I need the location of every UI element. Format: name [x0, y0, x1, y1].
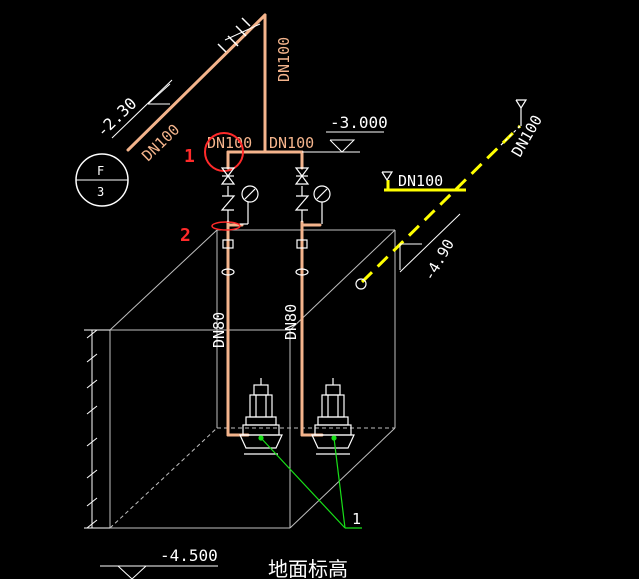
pipe-fittings: [221, 239, 309, 276]
dn-label-pipe-right: DN80: [282, 304, 300, 340]
dn-label-pipe-left: DN80: [210, 312, 228, 348]
dn-label-yellow-left: DN100: [398, 172, 443, 190]
section-tag: F 3: [75, 153, 129, 207]
pump-leader-lines: [258, 435, 362, 529]
section-tag-letter: F: [97, 164, 104, 178]
dn-label-header: DN100: [269, 134, 314, 152]
dn-label-under-circle: DN100: [207, 134, 252, 152]
elevation-mark-bottom: [100, 565, 218, 579]
section-tag-number: 3: [97, 185, 104, 199]
discharge-pipes: [126, 13, 324, 437]
valve-assembly-left: [220, 167, 236, 222]
marker-1: 1: [184, 146, 195, 167]
pump-callout-number: 1: [352, 510, 361, 528]
yellow-pipe: [360, 124, 522, 284]
pump-right: [311, 378, 355, 455]
pressure-gauge-right: [313, 185, 331, 224]
valve-assembly-right: [294, 167, 310, 222]
dimension-ruler: [84, 329, 110, 529]
elevation-mark-top-right: [326, 131, 384, 153]
pump-left: [239, 378, 283, 455]
elevation-mark-yellow: [399, 213, 461, 273]
ground-level-label: 地面标高: [268, 557, 348, 579]
pipe-hatch-marks: [217, 17, 261, 53]
highlight-ellipse-2: [211, 221, 241, 231]
marker-2: 2: [180, 225, 191, 246]
dn-label-diagonal: DN100: [138, 121, 183, 165]
pressure-gauge-left: [240, 185, 259, 225]
yellow-pipe-symbols: [355, 99, 528, 290]
tank-box: [109, 229, 396, 529]
dn-label-yellow-right: DN100: [508, 112, 546, 160]
elevation-label-top-right: -3.000: [330, 113, 388, 132]
elevation-label-bottom: -4.500: [160, 546, 218, 565]
elevation-label-yellow: -4.90: [420, 236, 458, 284]
dn-label-riser: DN100: [275, 37, 293, 82]
elevation-mark-top-left: [111, 79, 173, 139]
